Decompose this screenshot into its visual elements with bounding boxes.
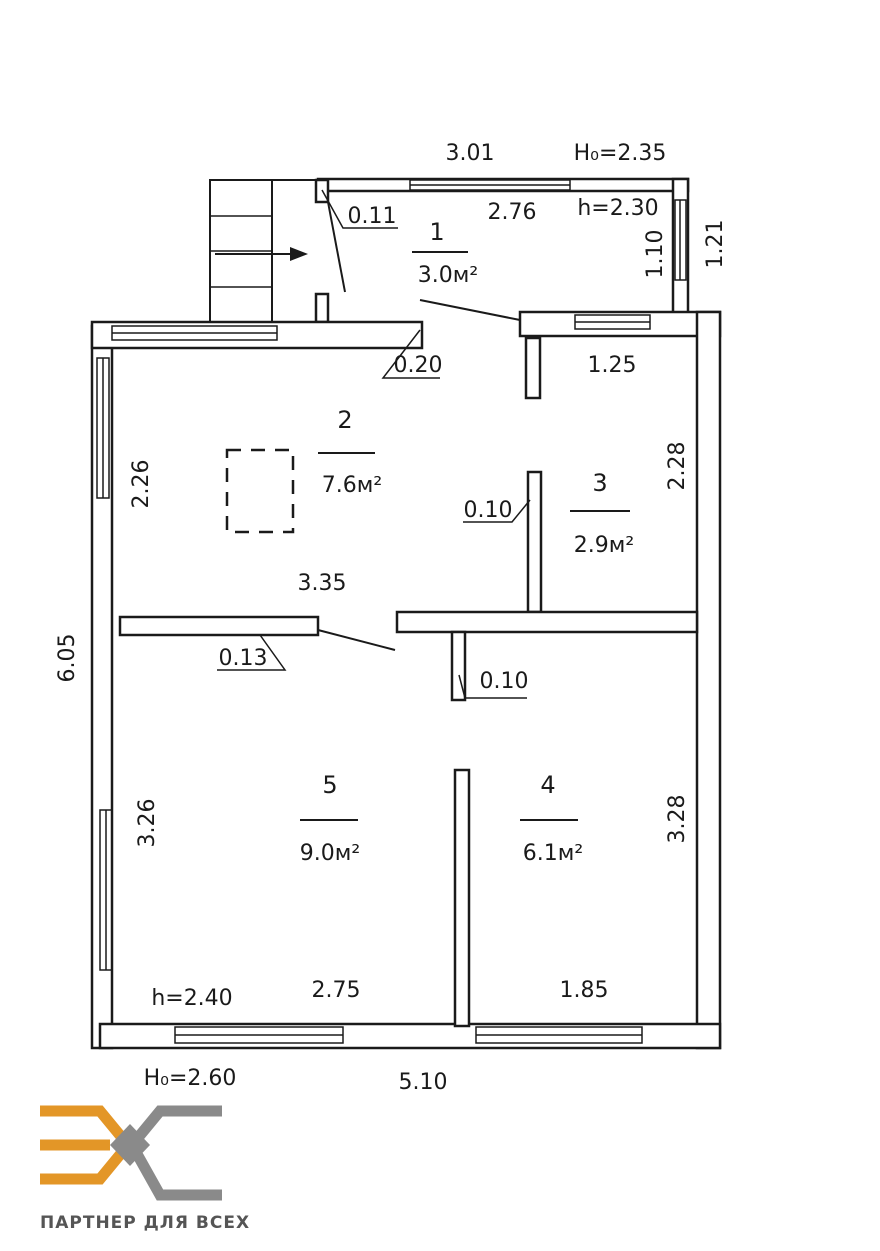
dim-top-height-outer: H₀=2.35 — [574, 141, 667, 166]
dim-room5-width: 2.75 — [312, 978, 361, 1003]
room-2-number: 2 — [337, 406, 352, 434]
company-logo: ПАРТНЕР ДЛЯ ВСЕХ — [40, 1105, 250, 1233]
ceiling-hatch — [225, 448, 295, 534]
dim-room4-height: 3.28 — [665, 795, 690, 844]
room-5-area: 9.0м² — [300, 841, 360, 866]
room-2-label: 2 7.6м² — [318, 406, 382, 498]
dim-vestibule-depth-inner: 1.10 — [643, 230, 668, 279]
dim-room3-height: 2.28 — [665, 442, 690, 491]
room-4-area: 6.1м² — [523, 841, 583, 866]
dim-room2-height: 2.26 — [129, 460, 154, 509]
dim-vestibule-height: h=2.30 — [577, 196, 658, 221]
dim-room5-height: 3.26 — [135, 799, 160, 848]
dim-room4-width: 1.85 — [560, 978, 609, 1003]
logo-caption: ПАРТНЕР ДЛЯ ВСЕХ — [40, 1213, 250, 1233]
dim-vestibule-inner-width: 2.76 — [488, 200, 537, 225]
room-3-label: 3 2.9м² — [570, 469, 634, 558]
dim-outer-height-main: H₀=2.60 — [144, 1066, 237, 1091]
room-1-number: 1 — [429, 218, 444, 246]
room-4-label: 4 6.1м² — [520, 771, 583, 866]
entrance-landing — [209, 179, 318, 322]
dim-wall-room3: 0.10 — [464, 498, 513, 523]
room-5-number: 5 — [322, 771, 337, 799]
dim-wall-vestibule-door: 0.11 — [348, 204, 397, 229]
interior-walls — [118, 336, 699, 1028]
entrance-arrow-icon — [215, 247, 308, 261]
room-1-area: 3.0м² — [418, 263, 478, 288]
dim-vestibule-depth-outer: 1.21 — [703, 220, 728, 269]
room-3-area: 2.9м² — [574, 533, 634, 558]
dim-wall-mid: 0.13 — [219, 646, 268, 671]
vestibule-walls — [314, 177, 690, 324]
dimension-labels: 3.01 H₀=2.35 2.76 h=2.30 1.10 1.21 0.11 … — [55, 141, 728, 1095]
dim-wall-top: 0.20 — [394, 353, 443, 378]
room-4-number: 4 — [540, 771, 555, 799]
room-2-area: 7.6м² — [322, 473, 382, 498]
dim-top-width: 3.01 — [446, 141, 495, 166]
dim-wall-room4: 0.10 — [480, 669, 529, 694]
leader-lines — [217, 189, 531, 699]
room-5-label: 5 9.0м² — [300, 771, 360, 866]
logo-mark-icon — [40, 1105, 222, 1201]
room-3-number: 3 — [592, 469, 607, 497]
room-1-label: 1 3.0м² — [412, 218, 478, 288]
dim-room3-width: 1.25 — [588, 353, 637, 378]
dim-room-height-main: h=2.40 — [151, 986, 232, 1011]
dim-room2-width: 3.35 — [298, 571, 347, 596]
dim-total-width: 5.10 — [399, 1070, 448, 1095]
dim-total-height: 6.05 — [55, 634, 80, 683]
outer-walls — [90, 299, 722, 1050]
